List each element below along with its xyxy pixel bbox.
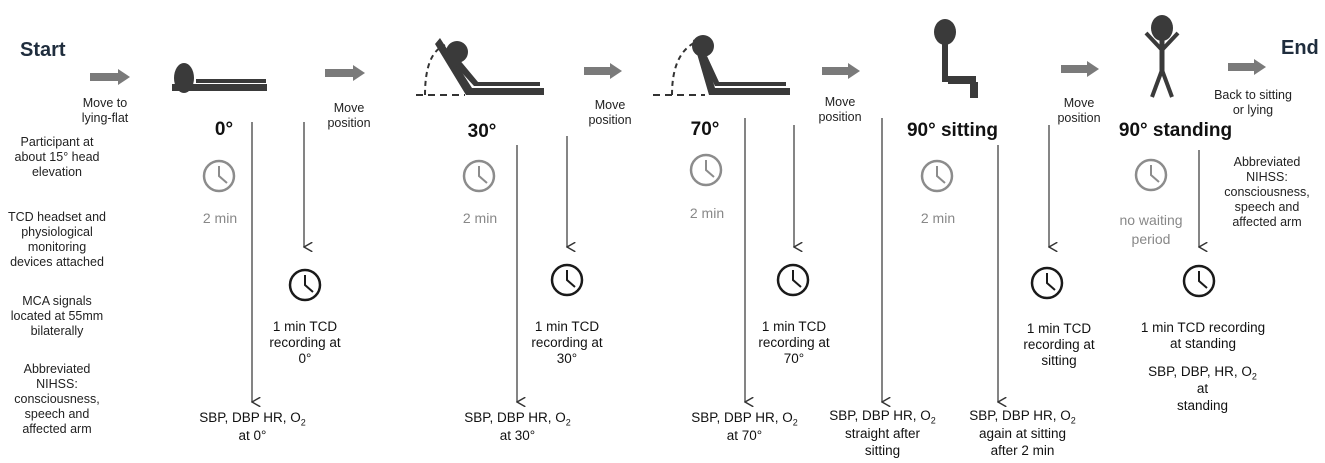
vitals-label: SBP, DBP HR, O2 again at sitting after 2… [960, 408, 1085, 459]
vitals-text: SBP, DBP HR, O [464, 410, 566, 425]
end-label: End [1281, 37, 1319, 59]
wait-label: 2 min [462, 210, 498, 226]
vitals-text: SBP, DBP HR, O [969, 408, 1071, 423]
o2-subscript: 2 [1251, 371, 1257, 382]
clock-icon [920, 159, 954, 193]
clock-icon [776, 263, 810, 297]
recording-clocks [288, 263, 1216, 302]
vitals-text: SBP, DBP HR, O [691, 410, 793, 425]
vitals-sub: at 0° [238, 428, 267, 444]
clock-icon [288, 268, 322, 302]
o2-subscript: 2 [565, 417, 571, 428]
stage-label-70: 70° [690, 119, 720, 140]
vitals-label: SBP, DBP HR, O2 at 0° [190, 410, 315, 445]
note-tcd-headset: TCD headset and physiological monitoring… [8, 210, 106, 269]
vitals-sub: at 70° [726, 428, 763, 444]
vitals-sub: straight after sitting [844, 426, 921, 458]
clock-icon [1030, 266, 1064, 300]
transition-label: Move position [818, 95, 862, 124]
vitals-label: SBP, DBP HR, O2 at 70° [682, 410, 807, 445]
waiting-clocks [202, 153, 1168, 193]
figure-sitting [934, 19, 978, 98]
transition-arrow [90, 69, 130, 85]
vitals-label: SBP, DBP HR, O2 straight after sitting [820, 408, 945, 459]
clock-icon [202, 159, 236, 193]
vitals-label: SBP, DBP, HR, O2 at standing [1135, 364, 1270, 414]
o2-subscript: 2 [792, 417, 798, 428]
vitals-sub: at 30° [499, 428, 536, 444]
transition-arrows [90, 59, 1266, 85]
transition-arrow [325, 65, 365, 81]
figure-30-degrees [416, 38, 544, 96]
vitals-sub: at standing [1176, 381, 1229, 413]
o2-subscript: 2 [300, 417, 306, 428]
vitals-label: SBP, DBP HR, O2 at 30° [455, 410, 580, 445]
tcd-recording-label: 1 min TCD recording at sitting [1023, 321, 1095, 369]
transition-label: Move position [588, 98, 632, 127]
clock-icon [550, 263, 584, 297]
transition-arrow [1228, 59, 1266, 75]
tcd-recording-label: 1 min TCD recording at 70° [758, 319, 830, 367]
note-mca-signals: MCA signals located at 55mm bilaterally [10, 294, 104, 338]
start-label: Start [20, 39, 66, 61]
stage-label-30: 30° [467, 121, 497, 142]
vitals-text: SBP, DBP HR, O [199, 410, 301, 425]
vitals-text: SBP, DBP HR, O [829, 408, 931, 423]
wait-label: 2 min [202, 210, 238, 226]
stage-label-standing: 90° standing [1118, 120, 1233, 141]
transition-arrow [584, 63, 622, 79]
clock-icon [1182, 264, 1216, 298]
transition-label: Back to sitting or lying [1214, 88, 1292, 117]
note-head-elevation: Participant at about 15° head elevation [14, 135, 100, 179]
tcd-recording-label: 1 min TCD recording at 30° [531, 319, 603, 367]
o2-subscript: 2 [1070, 415, 1076, 426]
figure-standing [1144, 15, 1180, 98]
tcd-recording-label: 1 min TCD recording at 0° [269, 319, 341, 367]
figure-lying-flat [172, 63, 267, 93]
transition-label: Move to lying-flat [81, 96, 129, 125]
note-nihss-start: Abbreviated NIHSS: consciousness, speech… [14, 362, 100, 436]
clock-icon [689, 153, 723, 187]
transition-label: Move position [1057, 96, 1101, 125]
clock-icon [462, 159, 496, 193]
vitals-text: SBP, DBP, HR, O [1148, 364, 1252, 379]
stage-label-0: 0° [214, 119, 234, 140]
transition-label: Move position [327, 101, 371, 130]
wait-label: 2 min [689, 205, 725, 221]
clock-icon [1134, 158, 1168, 192]
transition-arrow [822, 63, 860, 79]
figure-70-degrees [653, 35, 790, 96]
wait-label: 2 min [920, 210, 956, 226]
note-nihss-standing: Abbreviated NIHSS: consciousness, speech… [1224, 155, 1310, 229]
o2-subscript: 2 [930, 415, 936, 426]
transition-arrow [1061, 61, 1099, 77]
timeline-arrows [252, 118, 1199, 402]
stage-label-sitting: 90° sitting [906, 120, 998, 141]
vitals-sub: again at sitting after 2 min [978, 426, 1067, 458]
wait-label: no waiting period [1119, 212, 1183, 247]
tcd-recording-label: 1 min TCD recording at standing [1140, 320, 1266, 352]
